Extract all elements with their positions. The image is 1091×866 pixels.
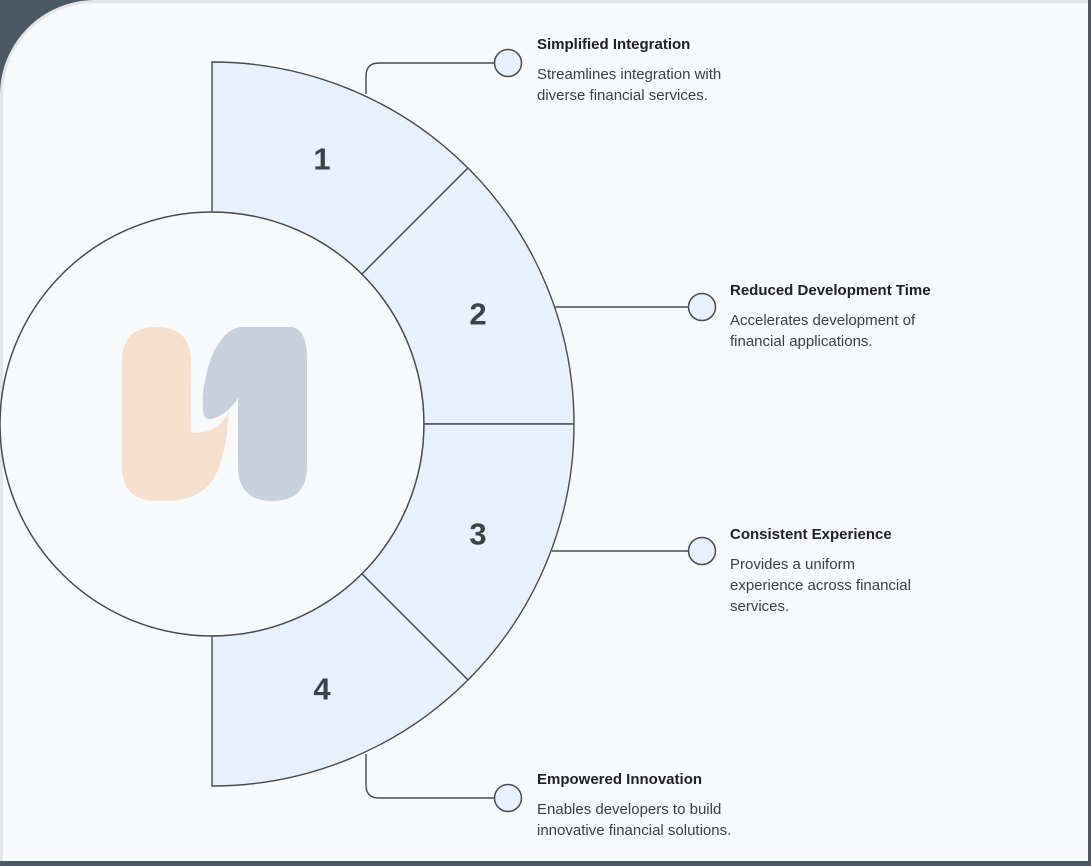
segment-number-1: 1 <box>313 142 330 177</box>
ring-segment-4 <box>211 573 469 787</box>
connector-line-4 <box>365 754 494 799</box>
segment-number-4: 4 <box>313 672 331 707</box>
callout-title: Simplified Integration <box>537 36 691 53</box>
inner-circle <box>0 211 425 637</box>
connector-node-3 <box>687 536 717 566</box>
callout-title: Empowered Innovation <box>537 771 703 788</box>
callout-description: Accelerates development of financial app… <box>730 312 916 350</box>
logo <box>122 327 307 501</box>
callout-reduced-development-time: Reduced Development Time Accelerates dev… <box>730 282 945 352</box>
callout-simplified-integration: Simplified Integration Streamlines integ… <box>537 36 752 106</box>
connector-node-2 <box>687 292 717 322</box>
segment-number-2: 2 <box>469 297 486 332</box>
callout-title: Consistent Experience <box>730 526 892 543</box>
connector-node-1 <box>493 48 523 78</box>
callout-title: Reduced Development Time <box>730 282 931 299</box>
logo-left-shape <box>122 327 229 501</box>
callout-description: Enables developers to build innovative f… <box>537 801 732 839</box>
callout-empowered-innovation: Empowered Innovation Enables developers … <box>537 771 777 841</box>
callout-description: Streamlines integration with diverse fin… <box>537 66 722 104</box>
callout-consistent-experience: Consistent Experience Provides a uniform… <box>730 526 930 617</box>
connector-line-1 <box>365 62 494 94</box>
logo-right-shape <box>202 327 307 501</box>
callout-description: Provides a uniform experience across fin… <box>730 556 911 615</box>
connector-node-4 <box>493 783 523 813</box>
segment-number-3: 3 <box>469 517 486 552</box>
